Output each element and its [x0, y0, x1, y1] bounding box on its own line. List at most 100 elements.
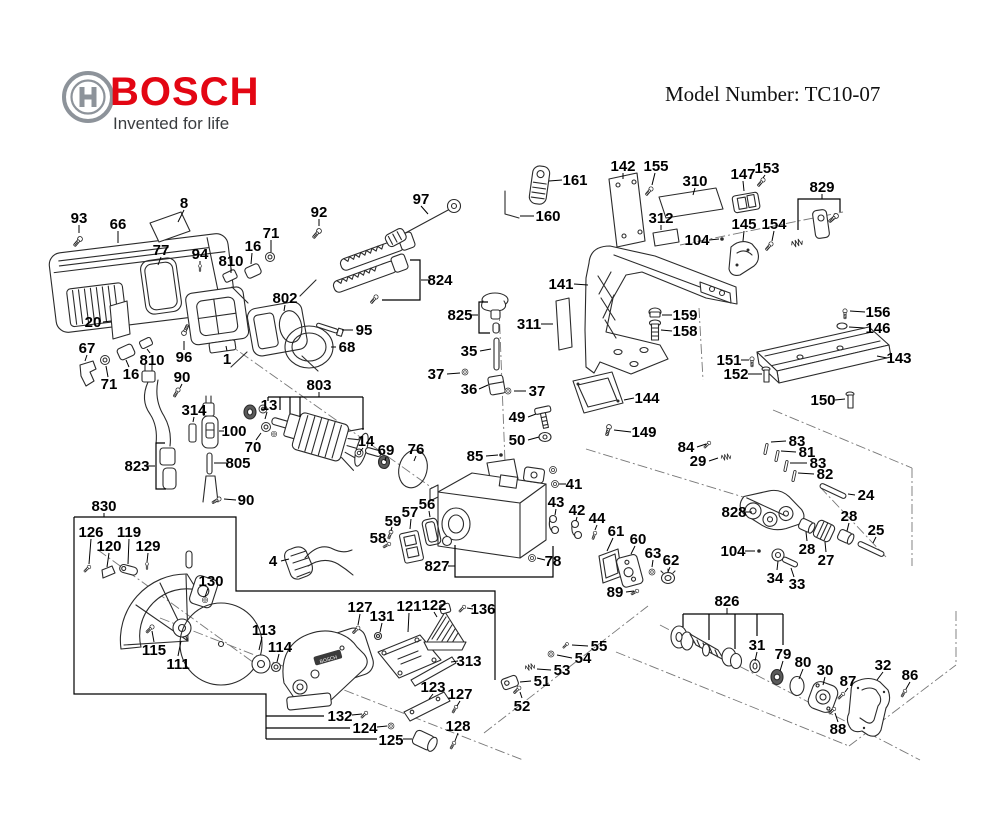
nut-50: [538, 431, 552, 443]
leader-line: [280, 558, 290, 562]
strip-311: [555, 297, 573, 351]
leader-line: [450, 660, 459, 663]
part-label: 136: [470, 601, 495, 618]
part-label: 66: [110, 216, 127, 233]
lever-119: [119, 563, 138, 576]
bolt-150: [845, 391, 855, 409]
clamp-51: [500, 674, 519, 691]
part-label: 30: [817, 662, 834, 679]
leader-line: [146, 552, 149, 563]
part-label: 830: [91, 498, 116, 515]
leader-line: [420, 205, 429, 215]
leader-line: [258, 636, 263, 651]
group-brackets: [73, 198, 841, 740]
rod-24: [819, 483, 847, 499]
part-label: 151: [716, 352, 741, 369]
part-label: 93: [71, 210, 88, 227]
bushing-27: [812, 519, 836, 543]
leader-line: [478, 384, 489, 390]
brush-holder-57: [398, 530, 424, 564]
part-label: 37: [529, 383, 546, 400]
grip-4: [284, 546, 354, 580]
leader-line: [454, 732, 459, 742]
cover-plate-60: [616, 553, 644, 588]
part-label: 123: [420, 679, 445, 696]
centerline: [97, 549, 269, 674]
part-label: 71: [101, 376, 118, 393]
leader-line: [770, 440, 787, 443]
leader-line: [847, 493, 856, 496]
leader-line: [390, 526, 393, 532]
centerline: [615, 651, 850, 747]
part-label: 8: [180, 195, 188, 212]
part-label: 28: [841, 508, 858, 525]
roller-125: [411, 729, 438, 752]
switch-block-147: [731, 191, 761, 214]
part-label: 825: [447, 307, 472, 324]
bolt-152: [761, 366, 771, 383]
part-label: 88: [830, 721, 847, 738]
part-label: 37: [428, 366, 445, 383]
part-label: 1: [223, 351, 231, 368]
strip-314: [188, 423, 197, 443]
part-label: 160: [535, 208, 560, 225]
brand-wordmark: BOSCH: [110, 70, 260, 114]
part-label: 49: [509, 409, 526, 426]
part-label: 129: [135, 538, 160, 555]
part-label: 55: [591, 638, 608, 655]
leader-line: [776, 560, 779, 571]
part-label: 104: [720, 543, 746, 560]
part-label: 829: [809, 179, 834, 196]
screw-95: [316, 322, 344, 337]
leader-line: [466, 607, 474, 610]
part-label: 44: [589, 510, 606, 527]
leader-line: [876, 671, 884, 681]
part-label: 32: [875, 657, 892, 674]
part-label: 51: [534, 673, 551, 690]
part-label: 96: [176, 349, 193, 366]
part-label: 31: [749, 637, 766, 654]
part-label: 828: [721, 504, 746, 521]
part-label: 36: [461, 381, 478, 398]
leader-line: [779, 660, 784, 672]
leader-line: [102, 320, 112, 323]
leader-line: [594, 524, 598, 531]
cap-159: [648, 307, 662, 318]
part-label: 146: [865, 320, 890, 337]
part-label: 90: [174, 369, 191, 386]
wrench-97: [384, 198, 462, 248]
cover-plate-32: [846, 677, 891, 737]
leader-line: [479, 348, 492, 352]
part-drawings: BOSCH: [48, 165, 908, 752]
power-cord-823: [141, 364, 177, 490]
part-label: 113: [252, 622, 276, 639]
leader-line: [536, 668, 552, 671]
centerline: [659, 624, 921, 761]
pivot-assembly-828: [739, 489, 805, 531]
leader-line: [127, 538, 130, 565]
part-label: 50: [509, 432, 526, 449]
leader-line: [384, 456, 387, 462]
dust-chute-122: [423, 602, 467, 651]
leader-line: [106, 552, 110, 568]
part-label: 154: [761, 216, 787, 233]
leader-line: [651, 559, 654, 568]
part-label: 115: [142, 642, 166, 659]
part-label: 111: [166, 656, 189, 673]
part-label: 87: [840, 673, 857, 690]
clamp-bar-824b: [332, 253, 409, 293]
clip-67: [79, 360, 97, 387]
part-label: 83: [810, 455, 827, 472]
leader-line: [157, 256, 162, 266]
part-label: 159: [672, 307, 697, 324]
leader-line: [376, 725, 388, 728]
part-label: 114: [268, 639, 293, 656]
part-label: 312: [648, 210, 673, 227]
knob-825: [480, 292, 509, 334]
part-label: 144: [634, 390, 660, 407]
leader-line: [485, 454, 499, 457]
part-label: 29: [690, 453, 707, 470]
bearing-ring-68: [284, 325, 334, 369]
leader-line: [125, 359, 130, 368]
